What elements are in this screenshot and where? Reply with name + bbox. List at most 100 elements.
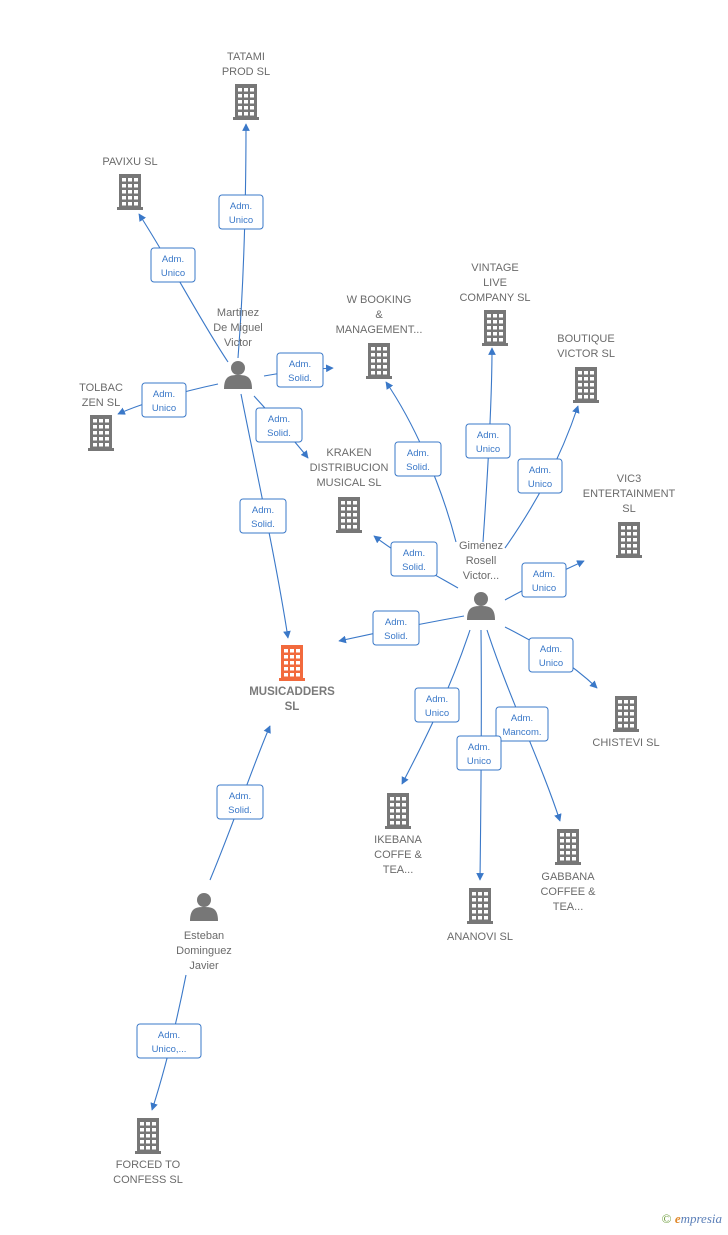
role-badge[interactable]: Adm. Mancom. <box>495 706 549 742</box>
role-badge[interactable]: Adm. Unico <box>517 458 563 494</box>
role-text: Solid. <box>402 562 426 573</box>
role-badge-box <box>218 194 264 230</box>
role-text: Solid. <box>267 428 291 439</box>
node-label: Victor <box>224 337 252 349</box>
node-label: DISTRIBUCION <box>310 462 389 474</box>
role-badge-box <box>216 784 264 820</box>
role-badge-box <box>239 498 287 534</box>
role-badge[interactable]: Adm. Solid. <box>255 407 303 443</box>
node-gimenez[interactable]: GimenezRosellVictor... <box>459 540 503 620</box>
role-text: Adm. <box>407 448 429 459</box>
building-icon <box>117 174 143 210</box>
role-text: Adm. <box>229 791 251 802</box>
footer-brand[interactable]: © empresia <box>662 1211 722 1227</box>
node-label: SL <box>622 503 635 515</box>
role-badge[interactable]: Adm.Unico <box>150 247 196 283</box>
node-label: W BOOKING <box>347 294 412 306</box>
role-badge[interactable]: Adm.Unico <box>218 194 264 230</box>
node-label: VINTAGE <box>471 262 518 274</box>
role-text: Unico <box>528 479 552 490</box>
role-text: Unico <box>467 756 491 767</box>
role-badge-box <box>136 1023 202 1059</box>
node-label: Javier <box>189 960 219 972</box>
role-badge[interactable]: Adm. Solid. <box>216 784 264 820</box>
role-text: Solid. <box>406 462 430 473</box>
node-label: PROD SL <box>222 66 270 78</box>
role-badge[interactable]: Adm. Solid. <box>276 352 324 388</box>
copyright-symbol: © <box>661 1211 672 1226</box>
role-badge[interactable]: Adm.Unico <box>414 687 460 723</box>
node-label: MUSICAL SL <box>316 477 381 489</box>
role-text: Adm. <box>511 713 533 724</box>
role-badge[interactable]: Adm. Unico <box>528 637 574 673</box>
node-label: TEA... <box>553 901 584 913</box>
node-ananovi[interactable]: ANANOVI SL <box>447 888 513 943</box>
role-text: Unico <box>152 403 176 414</box>
node-forced[interactable]: FORCED TO CONFESS SL <box>113 1118 183 1186</box>
role-text: Unico <box>532 583 556 594</box>
role-text: Adm. <box>403 548 425 559</box>
role-badge-box <box>465 423 511 459</box>
role-badge[interactable]: Adm.Solid. <box>372 610 420 646</box>
role-text: Solid. <box>251 519 275 530</box>
role-text: Mancom. <box>502 727 541 738</box>
role-badge[interactable]: Adm.Solid. <box>239 498 287 534</box>
role-text: Solid. <box>384 631 408 642</box>
role-badge[interactable]: Adm.Unico <box>465 423 511 459</box>
node-gabbana[interactable]: GABBANA COFFEE & TEA... <box>540 829 596 913</box>
role-badge[interactable]: Adm. Solid. <box>394 441 442 477</box>
role-badge-box <box>521 562 567 598</box>
role-text: Adm. <box>162 254 184 265</box>
building-icon <box>555 829 581 865</box>
role-text: Solid. <box>228 805 252 816</box>
node-label: Gimenez <box>459 540 503 552</box>
role-text: Adm. <box>158 1030 180 1041</box>
node-label: FORCED TO <box>116 1159 181 1171</box>
node-label: ENTERTAINMENT <box>583 488 676 500</box>
role-text: Solid. <box>288 373 312 384</box>
edge-martinez-to-pavixu <box>138 213 229 363</box>
role-text: Adm. <box>289 359 311 370</box>
node-label: COFFEE & <box>540 886 596 898</box>
role-text: Unico <box>539 658 563 669</box>
node-label: LIVE <box>483 277 507 289</box>
person-icon <box>467 592 495 620</box>
role-badge[interactable]: Adm. Unico <box>521 562 567 598</box>
node-label: TOLBAC <box>79 382 123 394</box>
role-badge-box <box>517 458 563 494</box>
brand-name: mpresia <box>680 1211 722 1226</box>
role-badge-box <box>372 610 420 646</box>
node-label: CONFESS SL <box>113 1174 183 1186</box>
node-label: GABBANA <box>541 871 595 883</box>
role-badge[interactable]: Adm.Unico,... <box>136 1023 202 1059</box>
role-badge-box <box>390 541 438 577</box>
building-icon <box>279 645 305 681</box>
node-pavixu[interactable]: PAVIXU SL <box>102 156 158 210</box>
node-wbooking[interactable]: W BOOKING&MANAGEMENT... <box>336 294 423 379</box>
building-icon <box>616 522 642 558</box>
role-badge[interactable]: Adm. Solid. <box>390 541 438 577</box>
role-text: Unico <box>476 444 500 455</box>
node-label: Martinez <box>217 307 259 319</box>
role-text: Adm. <box>533 569 555 580</box>
role-text: Adm. <box>540 644 562 655</box>
role-text: Adm. <box>529 465 551 476</box>
roles-layer: Adm.UnicoAdm.UnicoAdm.UnicoAdm.Solid.Adm… <box>136 194 574 1059</box>
role-badge-box <box>495 706 549 742</box>
role-badge[interactable]: Adm.Unico <box>141 382 187 418</box>
role-text: Adm. <box>268 414 290 425</box>
node-chistevi[interactable]: CHISTEVI SL <box>592 696 660 749</box>
role-badge[interactable]: Adm.Unico <box>456 735 502 771</box>
